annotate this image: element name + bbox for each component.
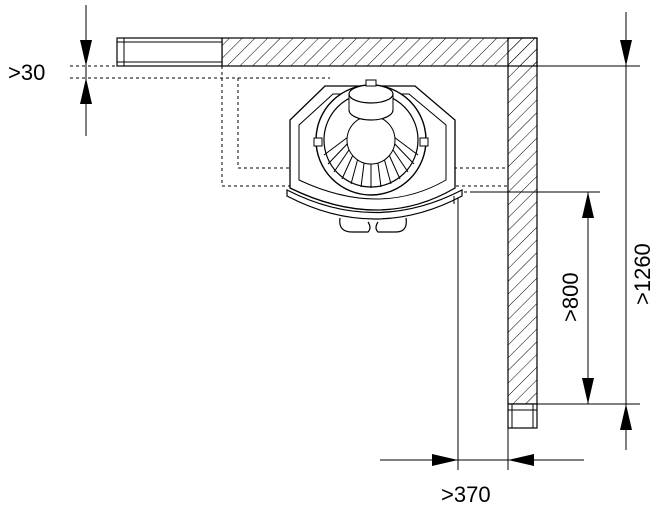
dimension-label-top-clearance: >30 xyxy=(8,60,45,85)
top-wall xyxy=(221,37,538,67)
stove-footprint-dashed xyxy=(221,66,508,193)
top-left-wall-stub xyxy=(116,37,223,67)
dimension-label-side-length: >1260 xyxy=(630,243,655,305)
dimension-top-clearance: >30 xyxy=(8,5,92,136)
dimension-label-side-offset: >800 xyxy=(558,272,583,322)
dimension-side-length: >1260 xyxy=(620,12,655,450)
stove xyxy=(286,79,463,233)
dimension-side-offset: >800 xyxy=(558,192,594,404)
dimension-label-bottom-offset: >370 xyxy=(441,482,491,507)
right-wall xyxy=(507,37,538,429)
extension-lines xyxy=(70,65,640,470)
dimension-bottom-offset: >370 xyxy=(380,454,584,507)
